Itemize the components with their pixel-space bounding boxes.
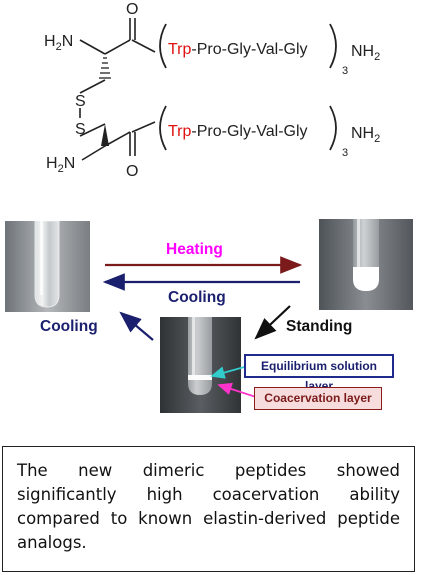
sulfur-top: S (75, 93, 86, 110)
top-terminal: NH2 (351, 43, 380, 63)
top-sequence: Trp-Pro-Gly-Val-Gly (168, 41, 308, 58)
photo-separated-tube (160, 317, 241, 413)
bottom-repeat: 3 (342, 147, 348, 159)
summary-text: The new dimeric peptides showed signific… (17, 461, 400, 552)
top-stereo-bond (99, 57, 111, 79)
peptide-structure: H2N O Trp-Pro-Gly-Val-Gly 3 NH2 S S H2N … (44, 1, 380, 180)
coacervation-layer-box: Coacervation layer (254, 387, 382, 410)
heating-label: Heating (166, 241, 223, 258)
top-amine-label: H2N (44, 33, 73, 53)
cooling-arrow-left (119, 311, 154, 341)
cooling-label-left: Cooling (40, 318, 98, 335)
bottom-terminal: NH2 (351, 125, 380, 145)
summary-box: The new dimeric peptides showed signific… (2, 446, 415, 572)
test-tube-turbid (319, 219, 413, 310)
photo-turbid-tube (319, 219, 413, 310)
cooling-label-top: Cooling (168, 289, 226, 306)
bottom-oxygen-label: O (126, 163, 138, 180)
standing-label: Standing (286, 318, 353, 335)
sulfur-bottom: S (75, 121, 86, 138)
top-oxygen-label: O (126, 1, 138, 18)
test-tube-clear (5, 221, 90, 312)
top-repeat: 3 (342, 65, 348, 77)
equilibrium-layer-box: Equilibrium solution layer (244, 354, 394, 393)
bottom-stereo-bond (101, 124, 109, 146)
photo-clear-tube (5, 221, 90, 312)
test-tube-separated (160, 317, 241, 413)
bottom-amine-label: H2N (46, 155, 75, 175)
bottom-sequence: Trp-Pro-Gly-Val-Gly (168, 123, 308, 140)
standing-arrow (254, 305, 291, 340)
